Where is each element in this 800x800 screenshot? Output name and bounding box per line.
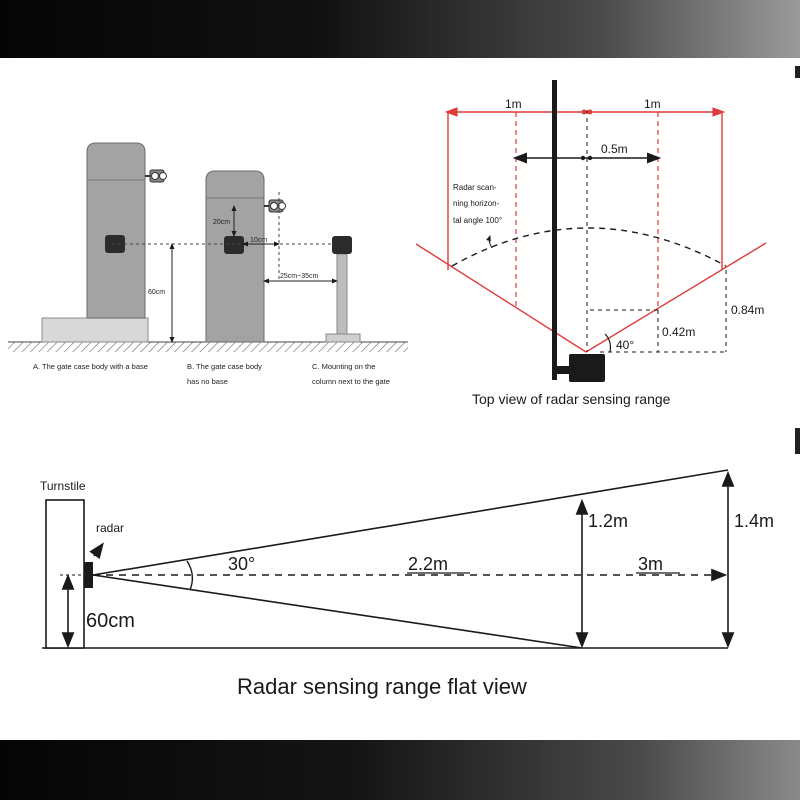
column-c xyxy=(325,236,361,343)
radar-unit-b xyxy=(224,236,244,254)
scan-note-line3: tal angle 100° xyxy=(453,216,502,225)
gate-post xyxy=(552,80,557,380)
gate-base-a xyxy=(41,317,149,343)
bracket-a xyxy=(145,169,167,183)
gate-case-b xyxy=(205,170,265,343)
radar-label: radar xyxy=(96,521,124,535)
scan-arc xyxy=(451,227,727,267)
dim-60cm-label: 60cm xyxy=(148,289,165,296)
dim-right-1m: 1m xyxy=(644,97,661,111)
dim-10cm-label: 10cm xyxy=(250,237,267,244)
scan-line-left xyxy=(415,243,587,353)
caption-b-line2: has no base xyxy=(187,377,228,386)
dim-half-label: 0.5m xyxy=(601,142,628,156)
dist-3-label: 3m xyxy=(638,554,663,574)
dim-20cm-label: 20cm xyxy=(213,219,230,226)
dim-left-1m: 1m xyxy=(505,97,522,111)
top-view-caption: Top view of radar sensing range xyxy=(472,391,671,407)
cone-upper xyxy=(92,469,729,576)
top-dark-band xyxy=(0,0,800,58)
gate-case-a xyxy=(86,142,146,319)
height-60cm-label: 60cm xyxy=(86,610,135,632)
angle-30-label: 30° xyxy=(228,554,255,574)
width-12-label: 1.2m xyxy=(588,511,628,531)
dist-22-label: 2.2m xyxy=(408,554,448,574)
edge-tab-middle xyxy=(795,428,800,454)
caption-a: A. The gate case body with a base xyxy=(33,362,148,371)
turnstile-body xyxy=(45,499,85,649)
cone-lower xyxy=(92,574,583,649)
angle-40-label: 40° xyxy=(616,338,634,352)
width-14-label: 1.4m xyxy=(734,511,774,531)
turnstile-label: Turnstile xyxy=(40,479,86,493)
scan-line-right xyxy=(585,242,767,353)
bracket-b xyxy=(264,199,286,213)
scan-note-line1: Radar scan- xyxy=(453,183,497,192)
caption-b-line1: B. The gate case body xyxy=(187,362,262,371)
dim-gap-label: 25cm~35cm xyxy=(280,273,318,280)
radar-device-top xyxy=(557,354,605,382)
height-042-label: 0.42m xyxy=(662,325,695,339)
caption-c-line2: column next to the gate xyxy=(312,377,390,386)
radar-device-flat xyxy=(84,562,93,588)
bottom-dark-band xyxy=(0,740,800,800)
flat-view-caption: Radar sensing range flat view xyxy=(237,674,527,699)
caption-c-line1: C. Mounting on the xyxy=(312,362,375,371)
ground-hatch xyxy=(8,342,408,352)
height-084-label: 0.84m xyxy=(731,303,764,317)
scan-note-line2: ning horizon- xyxy=(453,199,500,208)
edge-tab-top xyxy=(795,66,800,78)
